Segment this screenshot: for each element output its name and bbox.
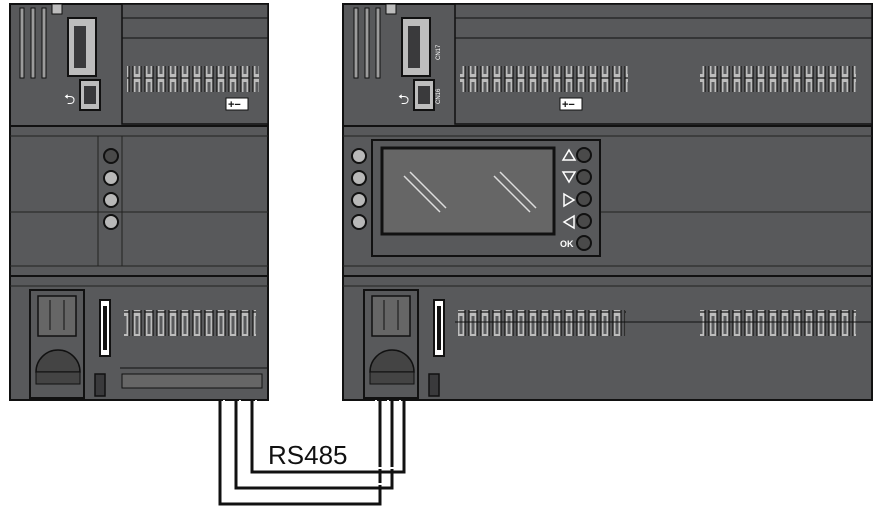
- left-vent-slots: [19, 7, 47, 79]
- right-bottom-terminal-block-1: [458, 310, 626, 336]
- left-button[interactable]: [576, 213, 592, 229]
- right-status-leds: [351, 148, 367, 230]
- rs485-label: RS485: [268, 440, 348, 470]
- left-status-leds: [103, 148, 119, 230]
- left-top-terminal-block: [127, 66, 259, 92]
- right-top-terminal-block-2: [700, 66, 856, 92]
- left-rj-port[interactable]: [29, 289, 85, 399]
- right-rj-port[interactable]: [363, 289, 419, 399]
- right-vent-slots: [353, 7, 381, 79]
- battery-icon: +−: [559, 97, 583, 111]
- up-button[interactable]: [576, 147, 592, 163]
- lcd-display: [371, 139, 601, 257]
- rs485-cable: [218, 400, 406, 506]
- usb-icon: ⮌: [64, 91, 75, 107]
- port-label-cn16: CN16: [436, 88, 442, 104]
- left-arrow-icon: [562, 214, 575, 230]
- left-bottom-terminal-block: [124, 310, 256, 336]
- right-top-terminal-block-1: [460, 66, 628, 92]
- left-controller: ⮌ +−: [9, 3, 269, 401]
- down-arrow-icon: [561, 171, 577, 184]
- usb-icon: ⮌: [398, 91, 409, 107]
- right-button[interactable]: [576, 191, 592, 207]
- svg-text:+−: +−: [228, 99, 241, 111]
- up-arrow-icon: [561, 148, 577, 161]
- right-bottom-terminal-block-2: [700, 310, 856, 336]
- battery-icon: +−: [225, 97, 249, 111]
- down-button[interactable]: [576, 169, 592, 185]
- right-controller: ⮌ CN17 CN16 +−: [342, 3, 873, 401]
- svg-text:+−: +−: [562, 99, 575, 111]
- right-arrow-icon: [563, 192, 576, 208]
- ok-label: OK: [560, 239, 574, 249]
- port-label-cn17: CN17: [436, 44, 442, 60]
- keypad: OK: [560, 147, 592, 251]
- ok-button[interactable]: [576, 235, 592, 251]
